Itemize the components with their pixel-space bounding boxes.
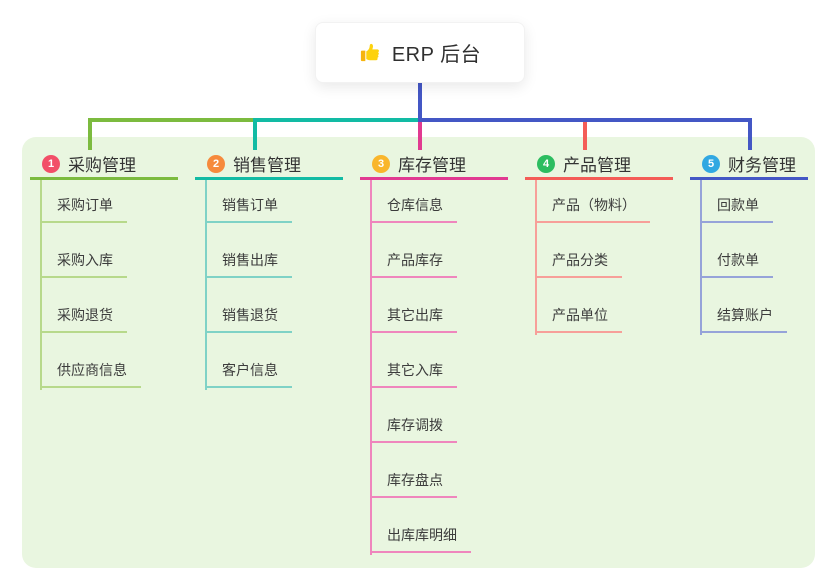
branch-child-connector-line bbox=[40, 180, 42, 390]
child-node[interactable]: 销售退货 bbox=[205, 304, 292, 333]
branch-node-5[interactable]: 5 财务管理 bbox=[690, 150, 808, 180]
branch-child-connector-line bbox=[535, 180, 537, 335]
child-node[interactable]: 付款单 bbox=[700, 249, 773, 278]
child-node[interactable]: 客户信息 bbox=[205, 359, 292, 388]
branch-title: 库存管理 bbox=[398, 156, 466, 175]
child-node[interactable]: 采购退货 bbox=[40, 304, 127, 333]
branch-number-badge: 4 bbox=[537, 154, 555, 173]
branch-title: 采购管理 bbox=[68, 156, 136, 175]
branch-node-4[interactable]: 4 产品管理 bbox=[525, 150, 673, 180]
branch-child-connector-line bbox=[700, 180, 702, 335]
child-node[interactable]: 采购订单 bbox=[40, 194, 127, 223]
child-node[interactable]: 库存盘点 bbox=[370, 469, 457, 498]
child-node[interactable]: 其它入库 bbox=[370, 359, 457, 388]
child-node[interactable]: 产品（物料） bbox=[535, 194, 650, 223]
root-connector-line bbox=[418, 81, 422, 122]
branch-number-badge: 1 bbox=[42, 154, 60, 173]
child-node[interactable]: 库存调拨 bbox=[370, 414, 457, 443]
branch-child-connector-line bbox=[205, 180, 207, 390]
child-node[interactable]: 产品库存 bbox=[370, 249, 457, 278]
child-node[interactable]: 产品单位 bbox=[535, 304, 622, 333]
root-node[interactable]: ERP 后台 bbox=[315, 22, 525, 83]
child-node[interactable]: 采购入库 bbox=[40, 249, 127, 278]
branch-title: 产品管理 bbox=[563, 156, 631, 175]
child-node[interactable]: 供应商信息 bbox=[40, 359, 141, 388]
child-node[interactable]: 回款单 bbox=[700, 194, 773, 223]
branch-node-2[interactable]: 2 销售管理 bbox=[195, 150, 343, 180]
connector-rail-segment-1 bbox=[88, 118, 253, 122]
child-node[interactable]: 其它出库 bbox=[370, 304, 457, 333]
connector-drop-2 bbox=[253, 118, 257, 150]
branch-node-1[interactable]: 1 采购管理 bbox=[30, 150, 178, 180]
child-node[interactable]: 销售出库 bbox=[205, 249, 292, 278]
connector-rail-segment-3 bbox=[418, 118, 752, 122]
connector-drop-4 bbox=[583, 118, 587, 150]
branch-number-badge: 3 bbox=[372, 154, 390, 173]
branch-number-badge: 2 bbox=[207, 154, 225, 173]
child-node[interactable]: 销售订单 bbox=[205, 194, 292, 223]
connector-drop-3 bbox=[418, 118, 422, 150]
branch-node-3[interactable]: 3 库存管理 bbox=[360, 150, 508, 180]
child-node[interactable]: 出库库明细 bbox=[370, 524, 471, 553]
connector-drop-5 bbox=[748, 118, 752, 150]
branch-title: 财务管理 bbox=[728, 156, 796, 175]
connector-drop-1 bbox=[88, 118, 92, 150]
thumbs-up-icon bbox=[359, 41, 382, 64]
branch-child-connector-line bbox=[370, 180, 372, 555]
branch-number-badge: 5 bbox=[702, 154, 720, 173]
child-node[interactable]: 产品分类 bbox=[535, 249, 622, 278]
child-node[interactable]: 仓库信息 bbox=[370, 194, 457, 223]
child-node[interactable]: 结算账户 bbox=[700, 304, 787, 333]
root-title: ERP 后台 bbox=[391, 44, 482, 66]
branch-title: 销售管理 bbox=[233, 156, 301, 175]
connector-rail-segment-2 bbox=[253, 118, 418, 122]
